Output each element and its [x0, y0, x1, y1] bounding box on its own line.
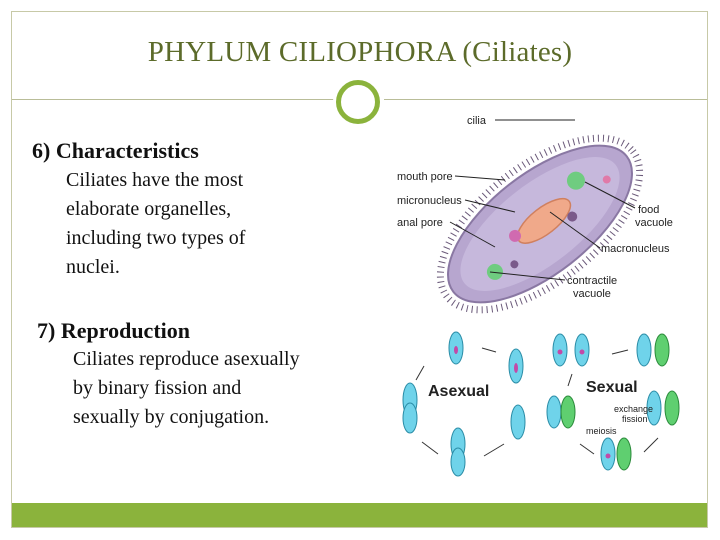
nucleus: [605, 453, 611, 459]
paramecium-cell: [436, 134, 644, 314]
label-line: [584, 181, 636, 209]
section-6-line: Ciliates have the most: [66, 169, 244, 191]
label-line: [464, 199, 516, 213]
label-meiosis: meiosis: [586, 426, 617, 436]
section-6-line: elaborate organelles,: [66, 198, 232, 220]
label-sexual: Sexual: [586, 379, 638, 396]
paramecium-diagram: cilia mouth pore micronucleus anal pore …: [395, 112, 685, 317]
section-7-line: by binary fission and: [73, 377, 242, 399]
section-7-text: Ciliates reproduce asexually by binary f…: [73, 345, 300, 432]
cycle-arrow: [643, 437, 659, 453]
cycle-arrow: [567, 373, 573, 387]
section-7-line: Ciliates reproduce asexually: [73, 348, 300, 370]
label-food: food: [638, 204, 659, 216]
label-line: [489, 271, 566, 281]
asexual-cell: [450, 447, 466, 477]
label-line: [549, 211, 601, 249]
label-anal-pore: anal pore: [397, 217, 443, 229]
label-exchange: exchange: [614, 404, 653, 414]
label-cilia: cilia: [467, 115, 487, 127]
cilia: [436, 134, 644, 314]
slide-title: PHYLUM CILIOPHORA (Ciliates): [147, 36, 573, 68]
micronucleus-shape: [509, 229, 522, 242]
nucleus: [514, 363, 518, 373]
cycle-arrow: [415, 365, 425, 381]
contractile-vacuole-shape-2: [486, 263, 503, 280]
label-fission: fission: [622, 414, 648, 424]
label-contractile: contractile: [567, 275, 617, 287]
title-divider-right: [384, 99, 707, 100]
sexual-cell: [664, 390, 680, 426]
section-6-heading: 6) Characteristics: [32, 138, 199, 163]
cycle-arrow: [481, 347, 497, 353]
label-mouth-pore: mouth pore: [397, 171, 453, 183]
section-6-line: including two types of: [66, 227, 246, 249]
sexual-cell: [616, 437, 632, 471]
sexual-cell: [560, 395, 576, 429]
nucleus: [454, 346, 458, 354]
food-vacuole-shape-3: [602, 175, 611, 184]
footer-bar: [12, 503, 707, 527]
cycle-arrow: [483, 443, 505, 457]
paramecium-svg: cilia mouth pore micronucleus anal pore …: [397, 115, 673, 314]
cycle-arrow: [579, 443, 595, 455]
section-7-line: sexually by conjugation.: [73, 406, 270, 428]
food-vacuole-shape-2: [510, 260, 519, 269]
contractile-vacuole-shape: [566, 171, 585, 190]
label-line: [449, 221, 496, 248]
label-food-vacuole: vacuole: [635, 217, 673, 229]
label-micronucleus: micronucleus: [397, 195, 462, 207]
sexual-cell: [636, 333, 652, 367]
section-6-text: Ciliates have the most elaborate organel…: [66, 166, 245, 282]
label-line: [454, 175, 506, 181]
label-contractile-vacuole: vacuole: [573, 288, 611, 300]
sexual-cycle: Sexual exchange fission meiosis: [546, 333, 680, 471]
sexual-cell: [646, 390, 662, 426]
reproduction-svg: Asexual Sexual exchange fission meiosis: [402, 331, 680, 477]
asexual-cycle: Asexual: [402, 331, 526, 477]
asexual-cell: [510, 404, 526, 440]
section-6-line: nuclei.: [66, 256, 120, 278]
title-divider-left: [12, 99, 338, 100]
food-vacuole-shape: [567, 211, 578, 222]
nucleus: [579, 349, 585, 355]
divider-circle: [336, 80, 380, 124]
label-macronucleus: macronucleus: [601, 243, 670, 255]
cycle-arrow: [611, 349, 629, 355]
label-asexual: Asexual: [428, 383, 489, 400]
section-7-heading: 7) Reproduction: [37, 318, 190, 343]
reproduction-diagram: Asexual Sexual exchange fission meiosis: [396, 326, 688, 478]
asexual-cell: [402, 402, 418, 434]
nucleus: [557, 349, 563, 355]
sexual-cell: [654, 333, 670, 367]
sexual-cell: [546, 395, 562, 429]
cycle-arrow: [421, 441, 439, 455]
